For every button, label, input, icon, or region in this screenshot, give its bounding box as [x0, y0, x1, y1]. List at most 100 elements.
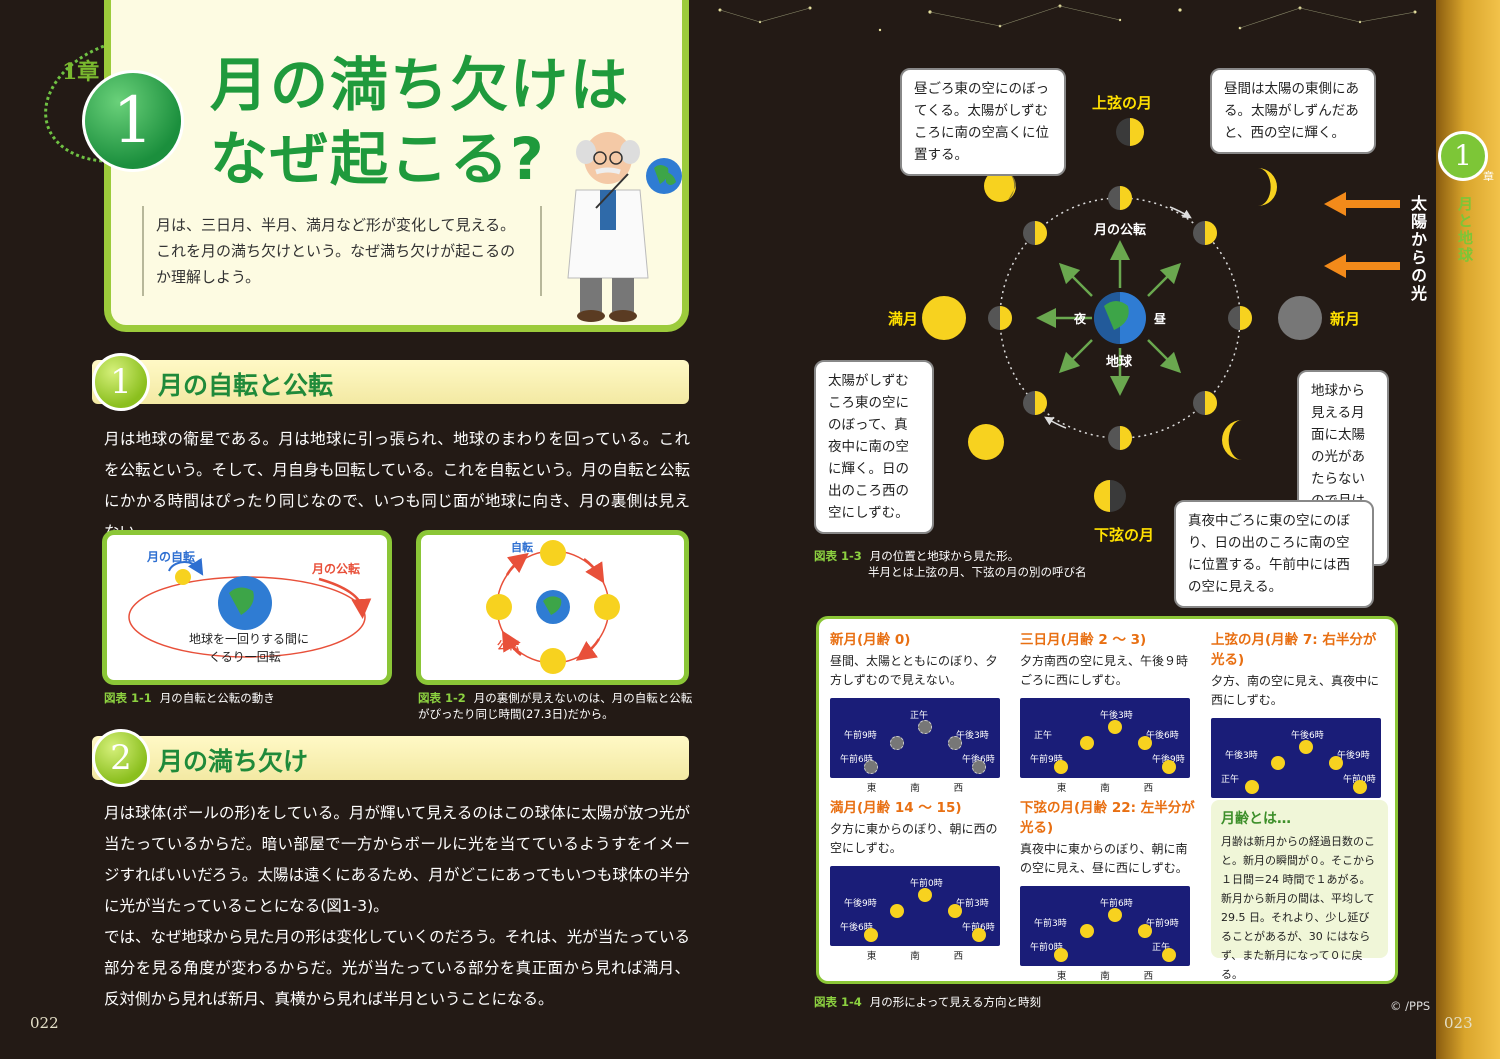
- section-1-bar: [92, 360, 689, 404]
- moon-icon: [890, 736, 904, 750]
- phase-cell: 下弦の月(月齢 22: 左半分が光る) 真夜中に東からのぼり、朝に南の空に見え、昼…: [1020, 796, 1198, 982]
- title-line-1: 月の満ち欠けは: [210, 51, 631, 119]
- phase-description: 昼間、太陽とともにのぼり、夕方しずむので見えない。: [830, 654, 998, 687]
- section-1-title: 月の自転と公転: [158, 371, 334, 400]
- bubble-crescent: 昼間は太陽の東側にある。太陽がしずんだあと、西の空に輝く。: [1210, 68, 1376, 154]
- title-number-badge: 1: [82, 70, 184, 172]
- section-1-text: 月は地球の衛星である。月は地球に引っ張られ、地球のまわりを回っている。これを公転…: [104, 430, 690, 541]
- section-2-number: 2: [92, 729, 150, 787]
- chapter-mark: 章: [1483, 170, 1494, 183]
- moon-icon: [540, 540, 566, 566]
- direction-label: 西: [1143, 783, 1154, 794]
- moon-icon: [540, 648, 566, 674]
- phase-description: 夕方、南の空に見え、真夜中に西にしずむ。: [1211, 674, 1380, 707]
- time-label: 午前9時: [844, 731, 877, 741]
- phase-description: 夕方に東からのぼり、朝に西の空にしずむ。: [830, 822, 998, 855]
- direction-label: 東: [866, 783, 877, 794]
- star-constellations: [718, 4, 1417, 32]
- moon-icon: [1054, 948, 1068, 962]
- sky-diagram: 午後6時午後3時午後9時正午午前0時: [1211, 718, 1381, 798]
- section-2-bar: [92, 736, 689, 780]
- sky-diagram: 正午午前9時午後3時午前6時午後6時: [830, 698, 1000, 778]
- chapter-title-vertical: 月と地球: [1456, 196, 1474, 264]
- moon-icon: [1162, 760, 1176, 774]
- direction-label: 南: [910, 783, 920, 794]
- moon-icon: [1271, 756, 1285, 770]
- sunlight-arrows: [1324, 192, 1400, 278]
- moon-icon: [486, 594, 512, 620]
- bubble-full-moon: 太陽がしずむころ東の空にのぼって、真夜中に南の空に輝く。日の出のころ西の空にしず…: [814, 360, 934, 534]
- time-label: 午後3時: [1100, 711, 1133, 721]
- moon-icon: [864, 760, 878, 774]
- time-label: 午前9時: [1146, 919, 1179, 929]
- fig1-caption-line1: 地球を一回りする間に: [189, 632, 309, 646]
- time-label: 正午: [910, 711, 929, 721]
- moon-icon: [918, 720, 932, 734]
- moon-age-title: 月齢とは…: [1221, 811, 1291, 827]
- sky-diagram: 午前6時午前3時午前9時午前0時正午: [1020, 886, 1190, 966]
- section-2-title: 月の満ち欠け: [158, 747, 309, 776]
- moon-icon: [1162, 948, 1176, 962]
- time-label: 午前0時: [910, 879, 943, 889]
- bubble-last-quarter: 真夜中ごろに東の空にのぼり、日の出のころに南の空に位置する。午前中には西の空に見…: [1174, 500, 1374, 608]
- moon-icon: [1329, 756, 1343, 770]
- moon-orbit-diagram: 月の公転 地球 夜 昼 上弦の月 満月 新月 下弦の月: [888, 94, 1360, 544]
- section-2-text-2: では、なぜ地球から見た月の形は変化していくのだろう。それは、光が当たっている部分…: [104, 928, 690, 1008]
- time-label: 午後6時: [1291, 731, 1324, 741]
- phase-title: 満月(月齢 14 〜 15): [830, 800, 962, 816]
- time-label: 午前6時: [840, 755, 873, 765]
- moon-icon: [1108, 908, 1122, 922]
- label-full-moon: 満月: [888, 310, 918, 328]
- moon-icon: [1054, 760, 1068, 774]
- figure-1-2: 自転 公転: [416, 530, 689, 685]
- caption-1-3-line2: 半月とは上弦の月、下弦の月の別の呼び名: [868, 565, 1087, 579]
- time-label: 正午: [1221, 775, 1240, 785]
- moon-icon: [972, 928, 986, 942]
- time-label: 正午: [1034, 731, 1053, 741]
- title-line-2: なぜ起こる?: [210, 125, 546, 193]
- phase-description: 真夜中に東からのぼり、朝に南の空に見え、昼に西にしずむ。: [1020, 842, 1188, 875]
- label-orbit: 月の公転: [1093, 222, 1146, 238]
- label-night: 夜: [1073, 311, 1087, 326]
- time-label: 午後6時: [1146, 731, 1179, 741]
- caption-1-4: 図表 1-4 月の形によって見える方向と時刻: [814, 994, 1114, 1010]
- moon-icon: [175, 569, 191, 585]
- chapter-number-badge: 1: [1438, 131, 1488, 181]
- page-number-right: 023: [1444, 1014, 1473, 1032]
- direction-label: 西: [953, 783, 964, 794]
- orbit-moons: [988, 186, 1252, 450]
- bubble-first-quarter: 昼ごろ東の空にのぼってくる。太陽がしずむころに南の空高くに位置する。: [900, 68, 1066, 176]
- direction-label: 西: [1143, 971, 1154, 982]
- time-label: 午後3時: [1225, 751, 1258, 761]
- moon-icon: [918, 888, 932, 902]
- fig1-rotation-label: 月の自転: [146, 549, 195, 564]
- phase-cell: 満月(月齢 14 〜 15) 夕方に東からのぼり、朝に西の空にしずむ。午前0時午後…: [830, 796, 1008, 962]
- phase-title: 三日月(月齢 2 〜 3): [1020, 632, 1147, 648]
- direction-label: 南: [1100, 971, 1110, 982]
- time-label: 午後3時: [956, 731, 989, 741]
- section-1-number: 1: [92, 353, 150, 411]
- time-label: 午後6時: [840, 923, 873, 933]
- caption-1-4-number: 図表 1-4: [814, 995, 862, 1009]
- sky-diagram: 午前0時午後9時午前3時午後6時午前6時: [830, 866, 1000, 946]
- moon-icon: [1080, 924, 1094, 938]
- fig1-caption-line2: くるり一回転: [209, 650, 281, 664]
- moon-icon: [1138, 924, 1152, 938]
- direction-label: 南: [1100, 783, 1110, 794]
- page-number-left: 022: [30, 1014, 59, 1032]
- professor-illustration: [567, 132, 682, 322]
- time-label: 午前3時: [956, 899, 989, 909]
- moon-icon: [864, 928, 878, 942]
- phase-title: 下弦の月(月齢 22: 左半分が光る): [1020, 800, 1195, 836]
- caption-1-4-text: 月の形によって見える方向と時刻: [869, 995, 1042, 1009]
- direction-label: 東: [866, 951, 877, 962]
- time-label: 午前3時: [1034, 919, 1067, 929]
- time-label: 午後9時: [844, 899, 877, 909]
- label-new-moon: 新月: [1330, 310, 1360, 328]
- moon-icon: [948, 736, 962, 750]
- label-first-quarter: 上弦の月: [1092, 94, 1152, 112]
- time-label: 正午: [1152, 943, 1171, 953]
- phase-cell: 三日月(月齢 2 〜 3)夕方南西の空に見え、午後９時ごろに西にしずむ。午後3時…: [1020, 628, 1198, 794]
